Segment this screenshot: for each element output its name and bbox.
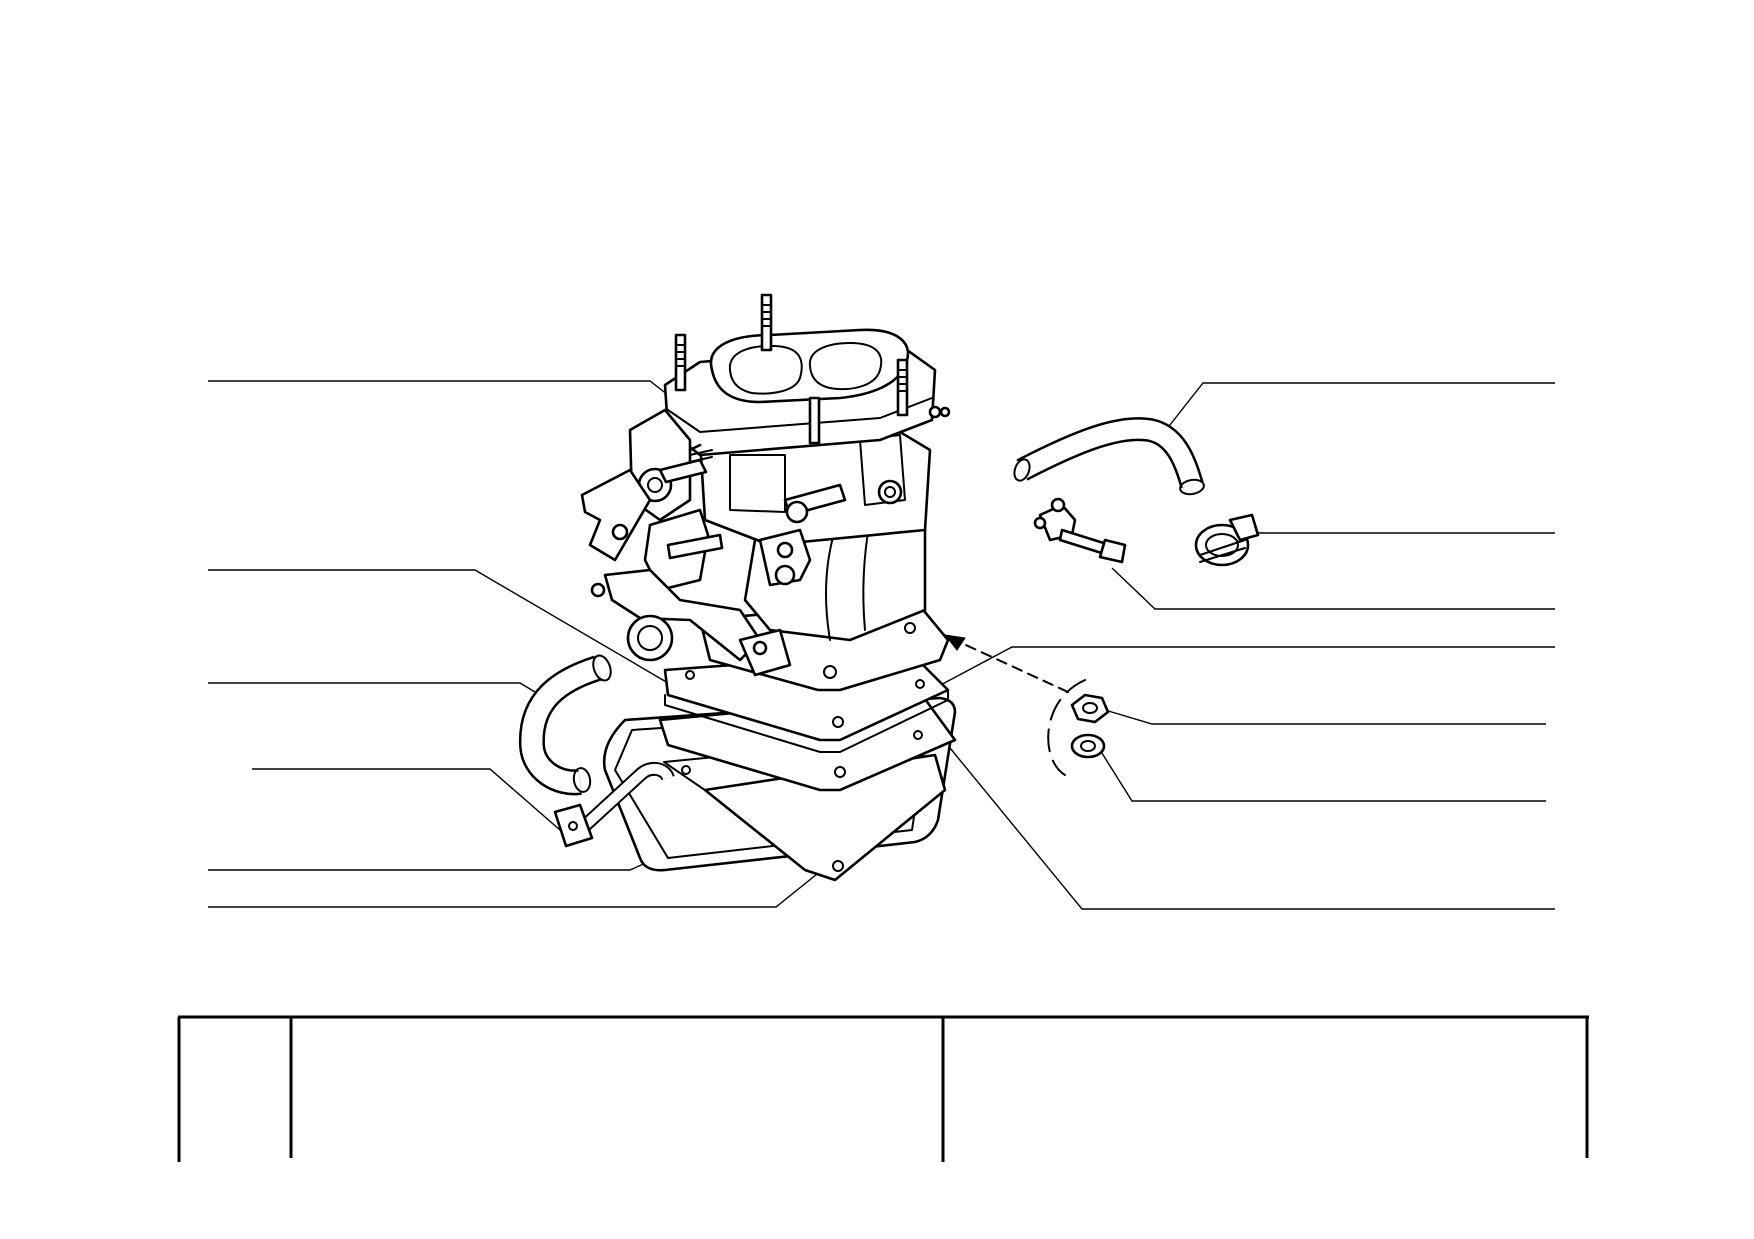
nut <box>1070 693 1110 724</box>
hose-clamp <box>1194 513 1260 567</box>
leader-line-nut <box>1104 709 1546 725</box>
elbow-hose <box>518 654 612 796</box>
title-block-table <box>177 1015 1589 1162</box>
leader-line-spacer <box>949 747 1555 910</box>
leader-line-washer <box>1099 749 1546 802</box>
throttle-linkage <box>580 408 812 677</box>
washer <box>1070 733 1106 759</box>
leader-line-gasket <box>208 569 681 691</box>
leader-line-lower-gasket <box>208 869 823 908</box>
leader-lines-left <box>208 380 823 908</box>
pipe-upper-right <box>1013 417 1205 496</box>
leader-line-bracket <box>1111 567 1555 610</box>
choke-cable-bracket <box>1033 497 1127 564</box>
leader-line-base <box>934 646 1555 689</box>
leader-lines-right <box>934 382 1555 910</box>
small-pipe-flange <box>553 761 675 848</box>
carburettor-studs <box>674 293 909 445</box>
leader-line-pipe <box>1161 382 1555 436</box>
leader-line-heat-shield <box>208 861 649 871</box>
leader-line-clamp <box>1245 527 1555 534</box>
leader-line-carburettor <box>208 380 669 396</box>
carburettor <box>663 293 951 692</box>
fastener-group <box>943 634 1110 776</box>
leader-line-elbow-hose <box>208 682 546 699</box>
leader-line-small-pipe <box>252 768 561 831</box>
